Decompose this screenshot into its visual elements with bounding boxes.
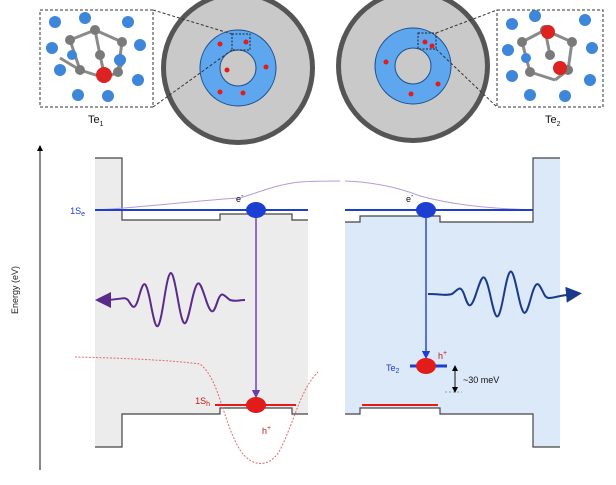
hole-wavefunction-left bbox=[74, 356, 319, 464]
hole-right bbox=[416, 358, 436, 374]
crystal-structure-te2 bbox=[496, 9, 604, 108]
electron-wavefunction-left bbox=[94, 180, 341, 211]
te2-label: Te2 bbox=[545, 114, 561, 128]
quantum-dot-left bbox=[161, 0, 315, 145]
trap-offset-label: ~30 meV bbox=[463, 375, 499, 385]
electron-left-label: e- bbox=[236, 193, 244, 204]
electron-right bbox=[416, 202, 436, 218]
right-band-outline bbox=[345, 157, 560, 448]
emission-left bbox=[95, 272, 246, 328]
electron-wavefunction-right bbox=[344, 180, 534, 211]
zoom-line-right-top bbox=[435, 9, 498, 34]
electron-state-label: 1Se bbox=[70, 206, 85, 218]
hole-left-label: h+ bbox=[262, 425, 271, 436]
electron-left bbox=[246, 202, 266, 218]
left-band-outline bbox=[95, 157, 308, 448]
emission-right bbox=[427, 270, 582, 318]
hole-left bbox=[246, 397, 266, 413]
trap-label: Te2 bbox=[386, 363, 400, 375]
zoom-line-left-bottom bbox=[152, 49, 233, 108]
right-band-structure bbox=[345, 158, 560, 447]
zoom-line-right-bottom bbox=[435, 48, 498, 108]
energy-axis-label: Energy (eV) bbox=[10, 266, 20, 314]
left-band-structure bbox=[95, 158, 308, 447]
hole-right-label: h+ bbox=[438, 350, 447, 361]
hole-state-label: 1Sh bbox=[195, 396, 210, 408]
electron-right-label: e- bbox=[406, 193, 414, 204]
zoom-line-left-top bbox=[152, 9, 233, 35]
te1-label: Te1 bbox=[88, 114, 104, 128]
crystal-structure-te1 bbox=[39, 9, 154, 108]
quantum-dot-right bbox=[336, 0, 490, 143]
